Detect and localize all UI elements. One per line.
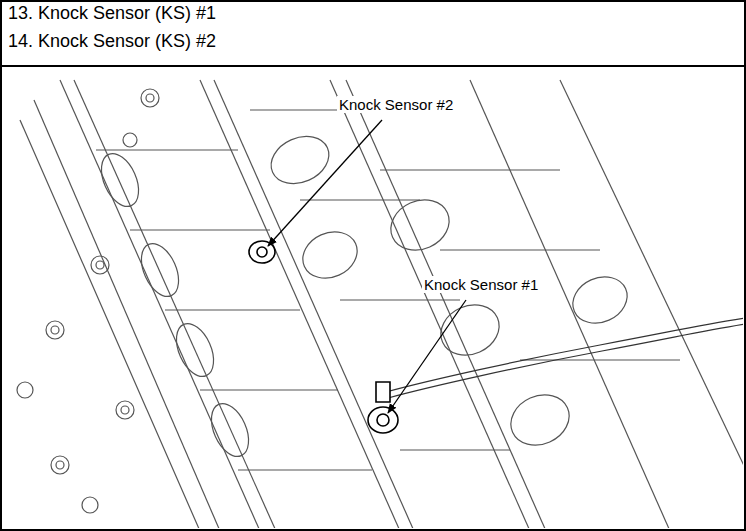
engine-block-drawing: [17, 80, 743, 528]
part-label: Knock Sensor #2: [337, 96, 455, 113]
table-cell-text: 14. Knock Sensor (KS) #2: [8, 31, 216, 52]
leader-arrow: [268, 120, 466, 413]
table-cell-text: 13. Knock Sensor (KS) #1: [8, 3, 216, 24]
part-label: Knock Sensor #1: [422, 276, 540, 293]
knock-sensor-symbol: [249, 241, 398, 433]
